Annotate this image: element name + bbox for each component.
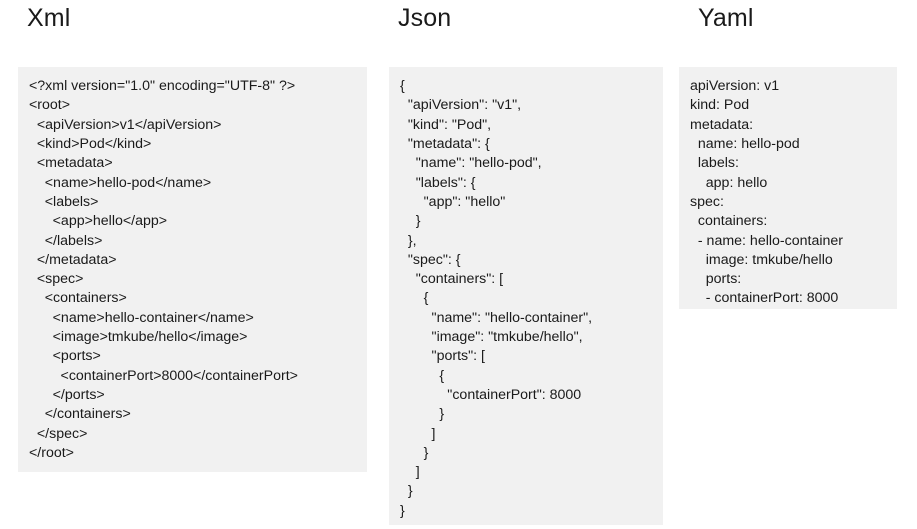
- yaml-code-block: apiVersion: v1 kind: Pod metadata: name:…: [679, 67, 897, 310]
- xml-panel-title: Xml: [27, 4, 71, 32]
- yaml-panel-title: Yaml: [698, 4, 754, 32]
- json-code-block: { "apiVersion": "v1", "kind": "Pod", "me…: [389, 67, 663, 526]
- xml-code-block: <?xml version="1.0" encoding="UTF-8" ?> …: [18, 67, 367, 473]
- json-panel-title: Json: [398, 4, 452, 32]
